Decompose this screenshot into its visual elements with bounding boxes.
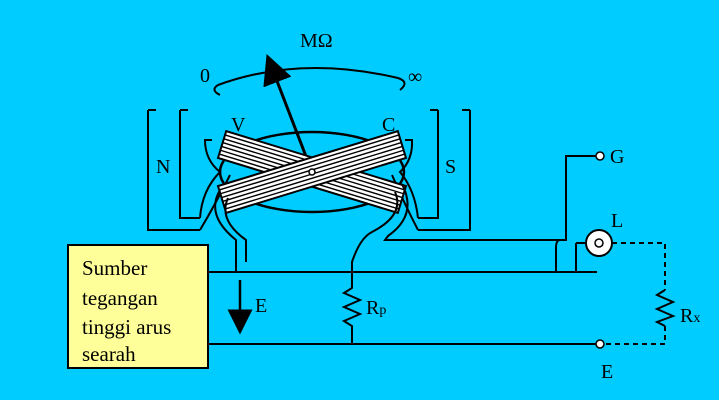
scale-infinity-label: ∞ (408, 66, 422, 88)
scale-arc (217, 67, 399, 86)
coil-v-label: V (231, 114, 246, 136)
resistor-rp-main: R (366, 297, 380, 319)
coil-c-lead-2 (383, 183, 560, 241)
resistor-rx-sub: x (693, 311, 700, 326)
dc-source-line-1: Sumber (82, 256, 147, 280)
resistor-rp (341, 272, 363, 344)
dc-source-line-3: tinggi arus (82, 315, 171, 339)
pivot-point (308, 168, 316, 176)
coil-v-lead (214, 189, 237, 272)
guard-wire (555, 155, 596, 272)
scale-arc-right-hook (397, 77, 406, 91)
coil-c-lead (351, 191, 399, 272)
rx-dashed-wire (604, 242, 666, 345)
guard-terminal-label: G (610, 146, 624, 168)
resistor-rp-sub: p (379, 303, 386, 318)
magnet-south (418, 109, 471, 231)
resistor-rp-label: Rp (366, 297, 386, 319)
magnet-south-label: S (445, 156, 456, 178)
guard-terminal[interactable] (595, 151, 605, 161)
coil-c-label: C (382, 114, 395, 136)
dc-source-line-4: searah (82, 342, 136, 366)
resistor-rx (654, 289, 676, 327)
dc-source-line-2: tegangan (82, 286, 158, 310)
scale-zero-label: 0 (200, 65, 210, 87)
scale-unit-label: MΩ (300, 30, 333, 52)
magnet-north-label: N (156, 156, 170, 178)
current-arrow-label: E (255, 295, 267, 317)
core-ellipse (218, 130, 406, 214)
pole-shoe-right (391, 139, 419, 231)
dc-source-box (67, 244, 209, 369)
line-terminal-label: L (611, 210, 623, 232)
resistor-rx-main: R (680, 305, 694, 327)
earth-terminal[interactable] (595, 339, 605, 349)
magnet-north (147, 109, 200, 231)
resistor-rx-label: Rx (680, 305, 700, 327)
earth-terminal-label: E (601, 361, 613, 383)
scale-arc-left-hook (213, 84, 221, 96)
line-terminal[interactable] (594, 238, 604, 248)
coil-v-lead-2 (224, 197, 247, 262)
